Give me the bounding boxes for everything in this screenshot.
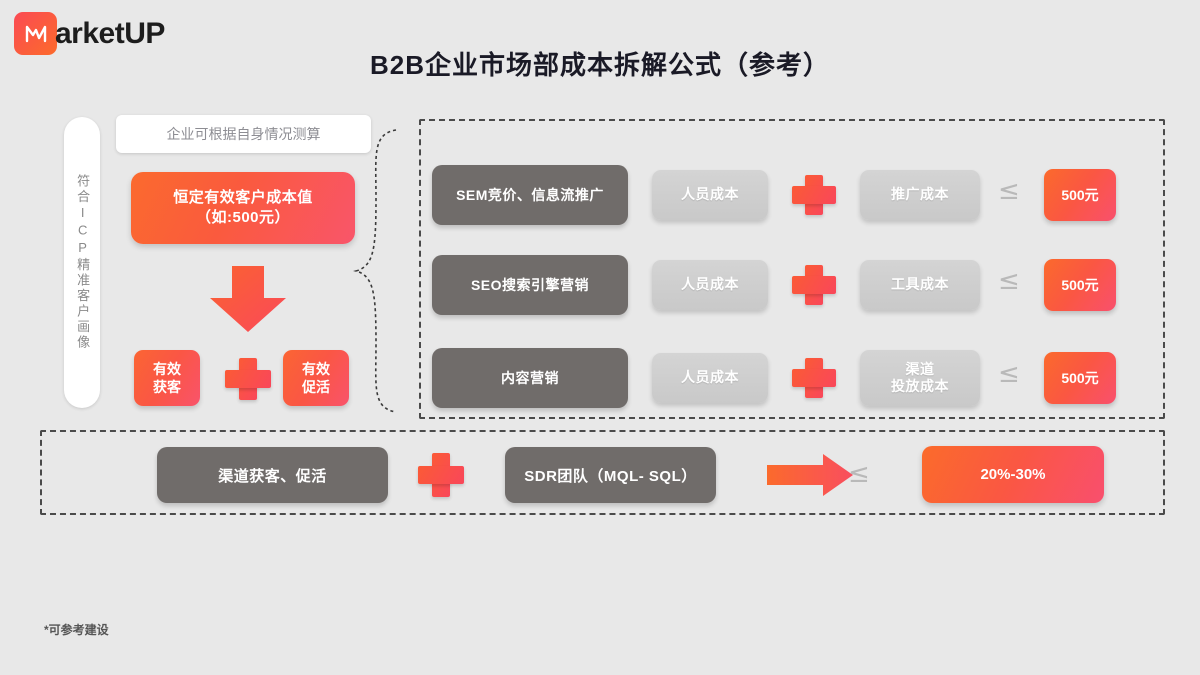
operator-symbol: ≤ xyxy=(998,359,1020,389)
output-a-line2: 获客 xyxy=(153,379,181,395)
cost-a-line1: 人员成本 xyxy=(681,186,739,203)
operator-symbol: ≤ xyxy=(848,459,870,489)
fixed-cost-card: 恒定有效客户成本值 （如:500元） xyxy=(131,172,355,244)
cost-item-a: 人员成本 xyxy=(652,260,768,310)
cost-b-line1: 推广成本 xyxy=(891,186,949,203)
plus-icon xyxy=(792,265,836,305)
result-badge: 20%-30% xyxy=(922,446,1104,503)
amount-badge: 500元 xyxy=(1044,169,1116,221)
icp-profile-pill: 符合ICP精准客户画像 xyxy=(64,117,100,408)
summary-formula-group xyxy=(40,430,1165,515)
cost-a-line1: 人员成本 xyxy=(681,369,739,386)
arrow-right-icon xyxy=(765,452,855,503)
channel-label: 内容营销 xyxy=(432,348,628,408)
footnote: *可参考建设 xyxy=(44,623,109,637)
brand-name: arketUP xyxy=(55,16,165,50)
plus-icon xyxy=(792,358,836,398)
icp-profile-label: 符合ICP精准客户画像 xyxy=(75,174,91,351)
output-card-acquisition: 有效 获客 xyxy=(134,350,200,406)
fixed-cost-line2: （如:500元） xyxy=(195,209,291,226)
output-b-line1: 有效 xyxy=(302,360,330,377)
summary-left-card: 渠道获客、促活 xyxy=(157,447,388,503)
output-a-line1: 有效 xyxy=(153,360,181,377)
channel-label: SEO搜索引擎营销 xyxy=(432,255,628,315)
cost-b-line1: 工具成本 xyxy=(891,276,949,293)
channel-label: SEM竞价、信息流推广 xyxy=(432,165,628,225)
cost-b-line2: 投放成本 xyxy=(891,378,949,394)
operator-symbol: ≤ xyxy=(998,266,1020,296)
plus-icon xyxy=(418,453,464,497)
cost-item-b: 工具成本 xyxy=(860,260,980,310)
plus-icon xyxy=(225,358,271,400)
fixed-cost-line1: 恒定有效客户成本值 xyxy=(173,188,313,206)
operator-symbol: ≤ xyxy=(998,176,1020,206)
connector-brace xyxy=(352,128,402,419)
amount-badge: 500元 xyxy=(1044,352,1116,404)
cost-item-a: 人员成本 xyxy=(652,170,768,220)
cost-item-b: 渠道 投放成本 xyxy=(860,350,980,406)
cost-a-line1: 人员成本 xyxy=(681,276,739,293)
cost-item-b: 推广成本 xyxy=(860,170,980,220)
brand-logo: arketUP xyxy=(14,12,165,55)
output-b-line2: 促活 xyxy=(302,379,330,395)
cost-b-line1: 渠道 xyxy=(905,360,935,377)
plus-icon xyxy=(792,175,836,215)
page-title: B2B企业市场部成本拆解公式（参考） xyxy=(369,50,830,80)
self-estimate-hint: 企业可根据自身情况测算 xyxy=(116,115,371,153)
amount-badge: 500元 xyxy=(1044,259,1116,311)
output-card-activation: 有效 促活 xyxy=(283,350,349,406)
marketup-m-logo-icon xyxy=(14,12,57,55)
arrow-down-icon xyxy=(206,264,290,341)
cost-item-a: 人员成本 xyxy=(652,353,768,403)
summary-right-card: SDR团队（MQL- SQL） xyxy=(505,447,716,503)
channel-formula-group xyxy=(419,119,1165,419)
